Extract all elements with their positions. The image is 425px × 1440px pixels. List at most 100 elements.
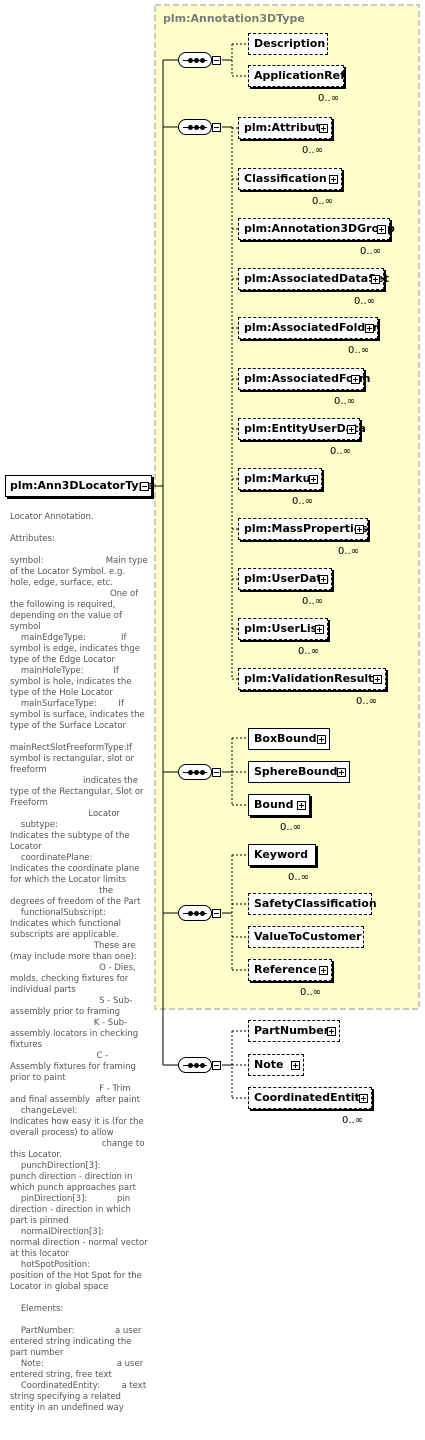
element-userlist[interactable]: plm:UserList xyxy=(238,618,328,640)
element-label: plm:Annotation3DGroup xyxy=(244,222,395,235)
element-label: plm:AssociatedFolder xyxy=(244,321,379,334)
expand-icon[interactable] xyxy=(327,1027,336,1036)
element-label: SphereBound xyxy=(254,765,338,778)
element-spherebound[interactable]: SphereBound xyxy=(248,761,350,783)
element-label: ApplicationRef xyxy=(254,69,345,82)
cardinality: 0..∞ xyxy=(334,396,356,407)
element-boxbound[interactable]: BoxBound xyxy=(248,728,330,750)
element-entityuserdata[interactable]: plm:EntityUserData xyxy=(238,418,366,440)
cardinality: 0..∞ xyxy=(354,296,376,307)
cardinality: 0..∞ xyxy=(300,987,322,998)
element-label: Description xyxy=(254,37,326,50)
element-associatedfolder[interactable]: plm:AssociatedFolder xyxy=(238,317,378,339)
expand-icon[interactable] xyxy=(365,324,374,333)
element-label: Classification xyxy=(244,172,327,185)
element-label: plm:UserData xyxy=(244,572,330,585)
expand-icon[interactable] xyxy=(359,1094,368,1103)
element-associatedform[interactable]: plm:AssociatedForm xyxy=(238,368,371,390)
element-label: plm:MassProperties xyxy=(244,522,368,535)
cardinality: 0..∞ xyxy=(288,872,310,883)
cardinality: 0..∞ xyxy=(338,546,360,557)
element-label: Note xyxy=(254,1058,284,1071)
element-partnumber[interactable]: PartNumber xyxy=(248,1020,340,1042)
element-label: plm:AssociatedForm xyxy=(244,372,371,385)
element-validationresults[interactable]: plm:ValidationResults xyxy=(238,668,386,690)
root-label: plm:Ann3DLocatorType xyxy=(10,479,154,492)
expand-icon[interactable] xyxy=(373,675,382,684)
collapse-icon[interactable] xyxy=(212,123,221,132)
element-classification[interactable]: Classification xyxy=(238,168,342,190)
expand-icon[interactable] xyxy=(319,966,328,975)
element-markup[interactable]: plm:Markup xyxy=(238,468,322,490)
documentation-text: Locator Annotation. Attributes: symbol: … xyxy=(10,512,148,1413)
element-description[interactable]: Description xyxy=(248,33,328,55)
element-label: PartNumber xyxy=(254,1024,330,1037)
expand-icon[interactable] xyxy=(351,375,360,384)
element-label: Reference xyxy=(254,963,317,976)
collapse-icon[interactable] xyxy=(140,482,149,491)
collapse-icon[interactable] xyxy=(212,1061,221,1070)
sequence-compositor-4[interactable] xyxy=(178,905,212,921)
fan-seq2-ticks xyxy=(232,127,238,680)
expand-icon[interactable] xyxy=(291,1061,300,1070)
expand-icon[interactable] xyxy=(315,625,324,634)
expand-icon[interactable] xyxy=(337,768,346,777)
element-label: plm:Attribute xyxy=(244,121,329,134)
cardinality: 0..∞ xyxy=(356,696,378,707)
element-label: plm:AssociatedDataSet xyxy=(244,272,389,285)
expand-icon[interactable] xyxy=(371,275,380,284)
element-annotation3dgroup[interactable]: plm:Annotation3DGroup xyxy=(238,218,395,240)
element-label: Bound xyxy=(254,798,294,811)
expand-icon[interactable] xyxy=(297,801,306,810)
cardinality: 0..∞ xyxy=(360,246,382,257)
element-label: plm:EntityUserData xyxy=(244,422,366,435)
collapse-icon[interactable] xyxy=(212,768,221,777)
sequence-compositor-2[interactable] xyxy=(178,119,212,135)
element-label: Keyword xyxy=(254,848,308,861)
element-label: ValueToCustomer xyxy=(254,930,362,943)
cardinality: 0..∞ xyxy=(342,1115,364,1126)
element-userdata[interactable]: plm:UserData xyxy=(238,568,332,590)
sequence-compositor-1[interactable] xyxy=(178,52,212,68)
element-label: plm:ValidationResults xyxy=(244,672,380,685)
expand-icon[interactable] xyxy=(329,175,338,184)
expand-icon[interactable] xyxy=(319,124,328,133)
element-label: CoordinatedEntity xyxy=(254,1091,367,1104)
root-element[interactable]: plm:Ann3DLocatorType xyxy=(5,475,154,497)
element-label: SafetyClassification xyxy=(254,897,377,910)
expand-icon[interactable] xyxy=(377,225,386,234)
element-massproperties[interactable]: plm:MassProperties xyxy=(238,518,368,540)
group-title: plm:Annotation3DType xyxy=(163,12,305,25)
sequence-compositor-5[interactable] xyxy=(178,1057,212,1073)
collapse-icon[interactable] xyxy=(212,909,221,918)
cardinality: 0..∞ xyxy=(318,93,340,104)
cardinality: 0..∞ xyxy=(302,145,324,156)
cardinality: 0..∞ xyxy=(280,822,302,833)
element-applicationref[interactable]: ApplicationRef xyxy=(248,65,345,87)
cardinality: 0..∞ xyxy=(302,596,324,607)
collapse-icon[interactable] xyxy=(212,56,221,65)
cardinality: 0..∞ xyxy=(298,646,320,657)
cardinality: 0..∞ xyxy=(292,496,314,507)
element-attribute[interactable]: plm:Attribute xyxy=(238,117,332,139)
expand-icon[interactable] xyxy=(347,425,356,434)
sequence-compositor-3[interactable] xyxy=(178,764,212,780)
element-reference[interactable]: Reference xyxy=(248,959,332,981)
cardinality: 0..∞ xyxy=(312,196,334,207)
cardinality: 0..∞ xyxy=(330,446,352,457)
expand-icon[interactable] xyxy=(309,475,318,484)
element-label: plm:UserList xyxy=(244,622,323,635)
cardinality: 0..∞ xyxy=(348,345,370,356)
expand-icon[interactable] xyxy=(355,525,364,534)
element-associateddataset[interactable]: plm:AssociatedDataSet xyxy=(238,268,389,290)
element-coordinatedentity[interactable]: CoordinatedEntity xyxy=(248,1087,372,1109)
element-valuetocustomer[interactable]: ValueToCustomer xyxy=(248,926,364,948)
element-label: plm:Markup xyxy=(244,472,319,485)
expand-icon[interactable] xyxy=(317,735,326,744)
element-keyword[interactable]: Keyword xyxy=(248,844,316,866)
element-note[interactable]: Note xyxy=(248,1054,304,1076)
element-safetyclassification[interactable]: SafetyClassification xyxy=(248,893,377,915)
element-bound[interactable]: Bound xyxy=(248,794,310,816)
expand-icon[interactable] xyxy=(319,575,328,584)
element-label: BoxBound xyxy=(254,732,317,745)
